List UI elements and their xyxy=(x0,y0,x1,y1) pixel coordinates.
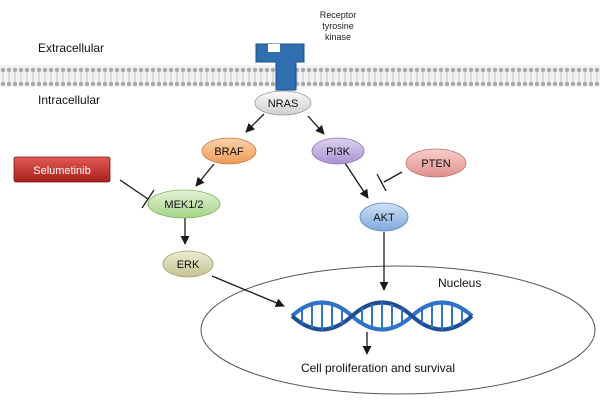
node-braf: BRAF xyxy=(201,137,257,165)
node-selumetinib: Selumetinib xyxy=(13,156,111,183)
node-nras: NRAS xyxy=(254,90,312,116)
node-erk: ERK xyxy=(162,250,214,278)
receptor-label-line2: tyrosine xyxy=(322,21,354,31)
receptor-tyrosine-kinase xyxy=(255,43,305,91)
node-pten: PTEN xyxy=(405,148,467,178)
intracellular-label: Intracellular xyxy=(38,93,100,107)
inhibit-bar-mek xyxy=(141,189,155,209)
pi3k-label: PI3K xyxy=(326,146,351,158)
node-pi3k: PI3K xyxy=(311,137,365,165)
pathway-edges xyxy=(119,113,403,355)
inhibit-pten-akt xyxy=(383,171,403,183)
akt-label: AKT xyxy=(373,212,395,224)
nucleus-label: Nucleus xyxy=(438,276,481,290)
receptor-label-line1: Receptor xyxy=(320,10,357,20)
outcome-label: Cell proliferation and survival xyxy=(301,361,455,375)
erk-label: ERK xyxy=(177,259,200,271)
node-mek: MEK1/2 xyxy=(147,189,221,219)
selumetinib-label: Selumetinib xyxy=(33,165,90,177)
braf-label: BRAF xyxy=(214,146,244,158)
extracellular-label: Extracellular xyxy=(38,41,104,55)
nucleus-outline xyxy=(200,265,596,395)
edge-braf-mek xyxy=(195,163,215,187)
edge-nras-braf xyxy=(245,113,265,133)
pten-label: PTEN xyxy=(421,158,450,170)
inhibit-bar-akt xyxy=(376,173,387,192)
mek-label: MEK1/2 xyxy=(164,199,203,211)
edge-erk-dna xyxy=(211,275,285,308)
receptor-label-line3: kinase xyxy=(325,32,351,42)
cell-membrane xyxy=(0,65,600,87)
node-akt: AKT xyxy=(359,202,409,232)
inhibit-selumetinib-mek xyxy=(119,179,149,200)
dna-helix-icon xyxy=(290,300,474,332)
edge-nras-pi3k xyxy=(307,115,325,135)
edge-pi3k-akt xyxy=(344,162,369,199)
nras-label: NRAS xyxy=(268,98,299,110)
